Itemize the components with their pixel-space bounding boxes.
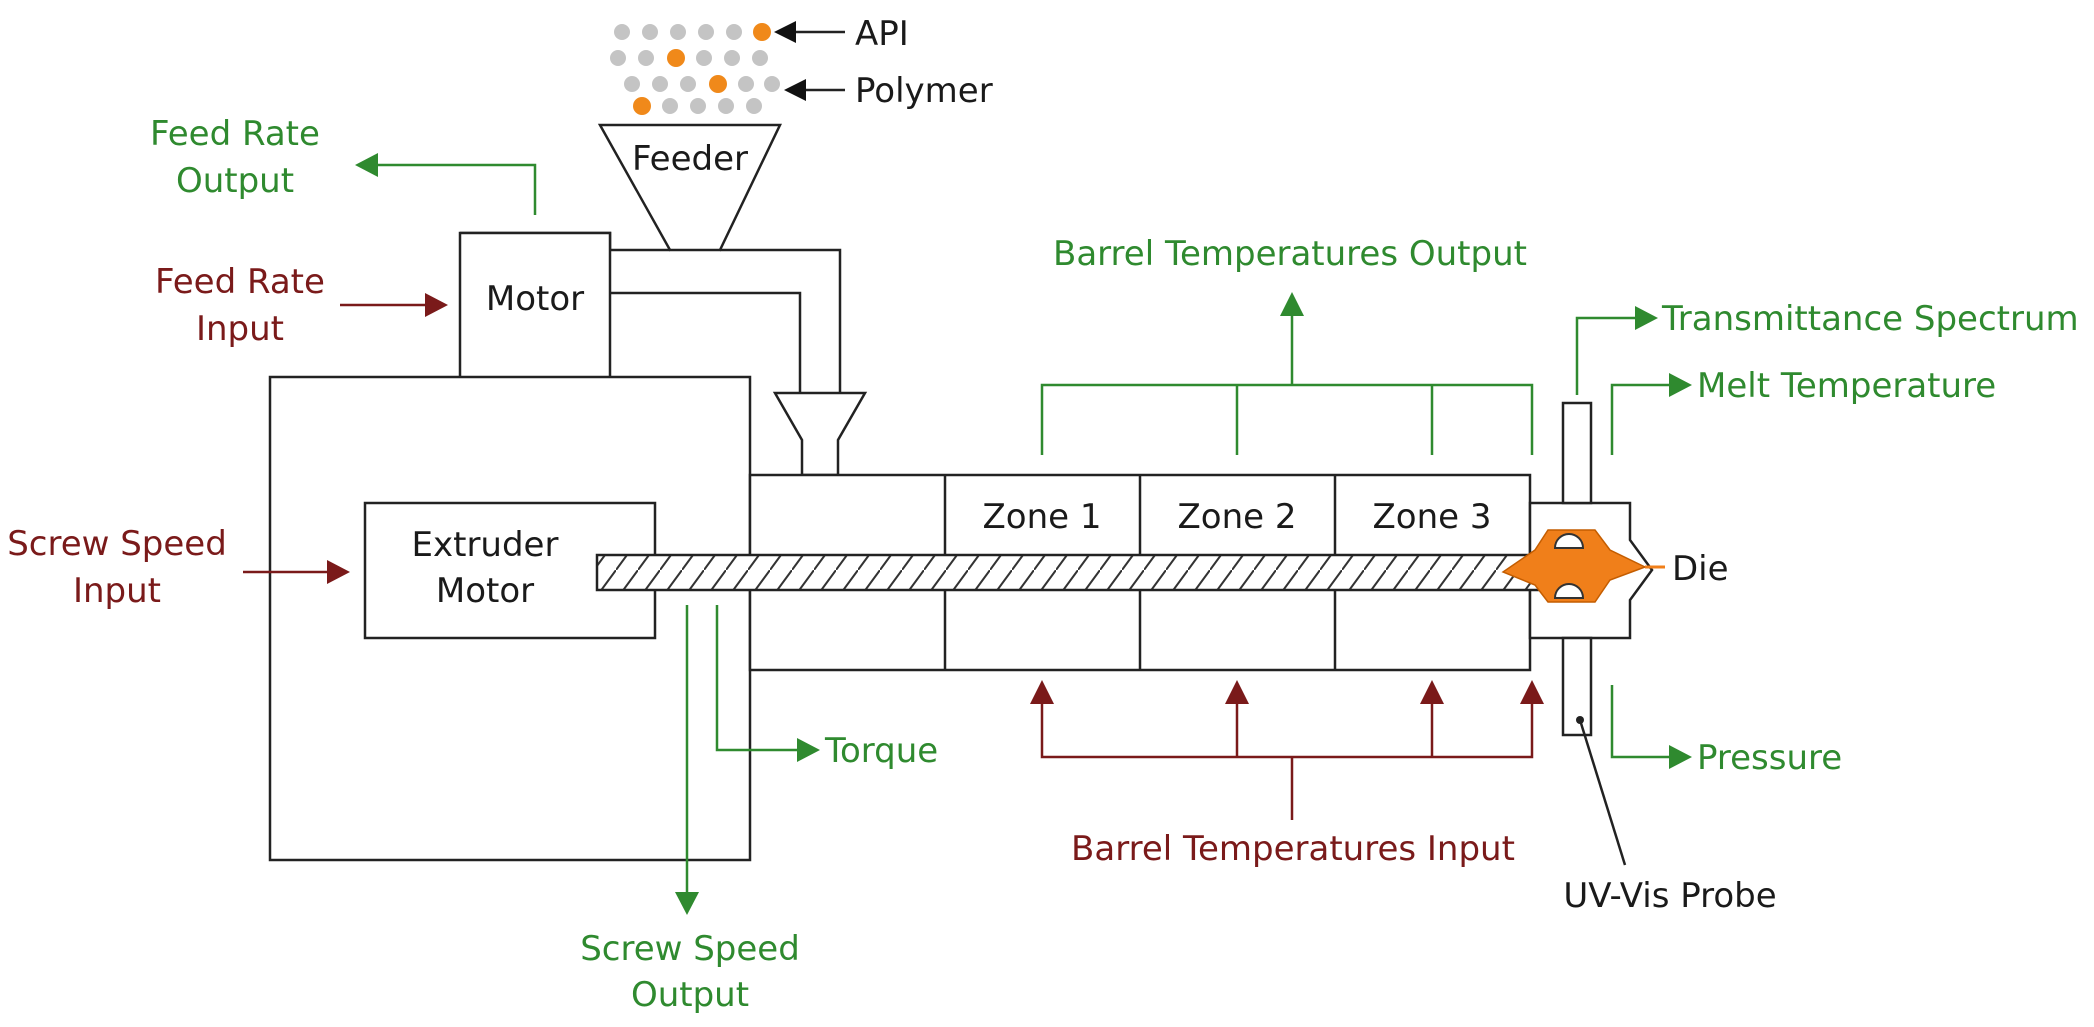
api-particle	[753, 23, 771, 41]
polymer-particle	[752, 50, 768, 66]
barrel-inlet-funnel	[772, 391, 868, 477]
screw-speed-input-label-2: Input	[73, 571, 161, 611]
polymer-particle	[610, 50, 626, 66]
polymer-particle	[738, 76, 754, 92]
polymer-particle	[746, 98, 762, 114]
polymer-particle	[698, 24, 714, 40]
barrel-temperatures-input-arrow	[1030, 680, 1544, 820]
uv-vis-probe-label: UV-Vis Probe	[1563, 876, 1776, 916]
particle-row-4	[633, 97, 762, 115]
feeder-duct-outer	[720, 248, 842, 395]
particle-row-2	[610, 49, 768, 67]
feed-rate-output-label-1: Feed Rate	[150, 114, 320, 154]
transmittance-spectrum-arrow	[1575, 306, 1658, 395]
polymer-particle	[764, 76, 780, 92]
polymer-particle	[724, 50, 740, 66]
polymer-particle	[624, 76, 640, 92]
feed-rate-output-label-2: Output	[176, 161, 294, 201]
feeder-label: Feeder	[632, 139, 748, 179]
screw-speed-input-label-1: Screw Speed	[7, 524, 227, 564]
polymer-label: Polymer	[855, 71, 993, 111]
pressure-arrow	[1610, 685, 1692, 769]
die-label: Die	[1672, 549, 1729, 589]
melt-temperature-arrow	[1610, 373, 1692, 455]
extruder-screw	[595, 553, 1557, 592]
die-sensor-bottom	[1553, 583, 1585, 599]
zone-3-label: Zone 3	[1373, 497, 1492, 537]
polymer-particle	[652, 76, 668, 92]
particle-row-3	[624, 75, 780, 93]
barrel-temperatures-output-label: Barrel Temperatures Output	[1053, 234, 1527, 274]
extruder-motor-label-2: Motor	[436, 571, 534, 611]
extruder-motor-label-1: Extruder	[412, 525, 559, 565]
screw-speed-input-arrow	[243, 560, 350, 584]
polymer-particle	[696, 50, 712, 66]
feeder-motor	[458, 231, 612, 380]
melt-temperature-label: Melt Temperature	[1697, 366, 1996, 406]
polymer-particle	[642, 24, 658, 40]
api-particle	[709, 75, 727, 93]
particle-row-1	[614, 23, 771, 41]
transmittance-spectrum-label: Transmittance Spectrum	[1661, 299, 2079, 339]
zone-2-label: Zone 2	[1178, 497, 1297, 537]
polymer-particle	[726, 24, 742, 40]
feed-rate-output-arrow	[355, 153, 537, 215]
pressure-label: Pressure	[1697, 738, 1842, 778]
api-particle	[633, 97, 651, 115]
api-particle	[667, 49, 685, 67]
barrel-temperatures-input-label: Barrel Temperatures Input	[1071, 829, 1515, 869]
feed-rate-input-label-1: Feed Rate	[155, 262, 325, 302]
feed-rate-input-arrow	[340, 293, 448, 317]
polymer-particle	[670, 24, 686, 40]
die-sensor-top	[1553, 533, 1585, 549]
polymer-particle	[718, 98, 734, 114]
polymer-particle	[690, 98, 706, 114]
api-label: API	[855, 14, 909, 54]
polymer-particle	[662, 98, 678, 114]
polymer-particle	[614, 24, 630, 40]
barrel-temperatures-output-arrow	[1040, 292, 1534, 455]
screw-speed-output-label-1: Screw Speed	[580, 929, 800, 969]
feed-particles	[610, 23, 780, 115]
screw-speed-output-label-2: Output	[631, 975, 749, 1015]
feeder-duct-inner	[610, 291, 802, 395]
motor-label: Motor	[486, 279, 584, 319]
api-pointer	[774, 21, 845, 43]
polymer-particle	[638, 50, 654, 66]
torque-label: Torque	[824, 731, 938, 771]
feed-rate-input-label-2: Input	[196, 309, 284, 349]
zone-1-label: Zone 1	[983, 497, 1102, 537]
polymer-pointer	[784, 79, 845, 101]
polymer-particle	[680, 76, 696, 92]
torque-arrow	[715, 605, 820, 762]
screw-speed-output-arrow	[675, 605, 699, 915]
probe-top	[1561, 401, 1593, 505]
